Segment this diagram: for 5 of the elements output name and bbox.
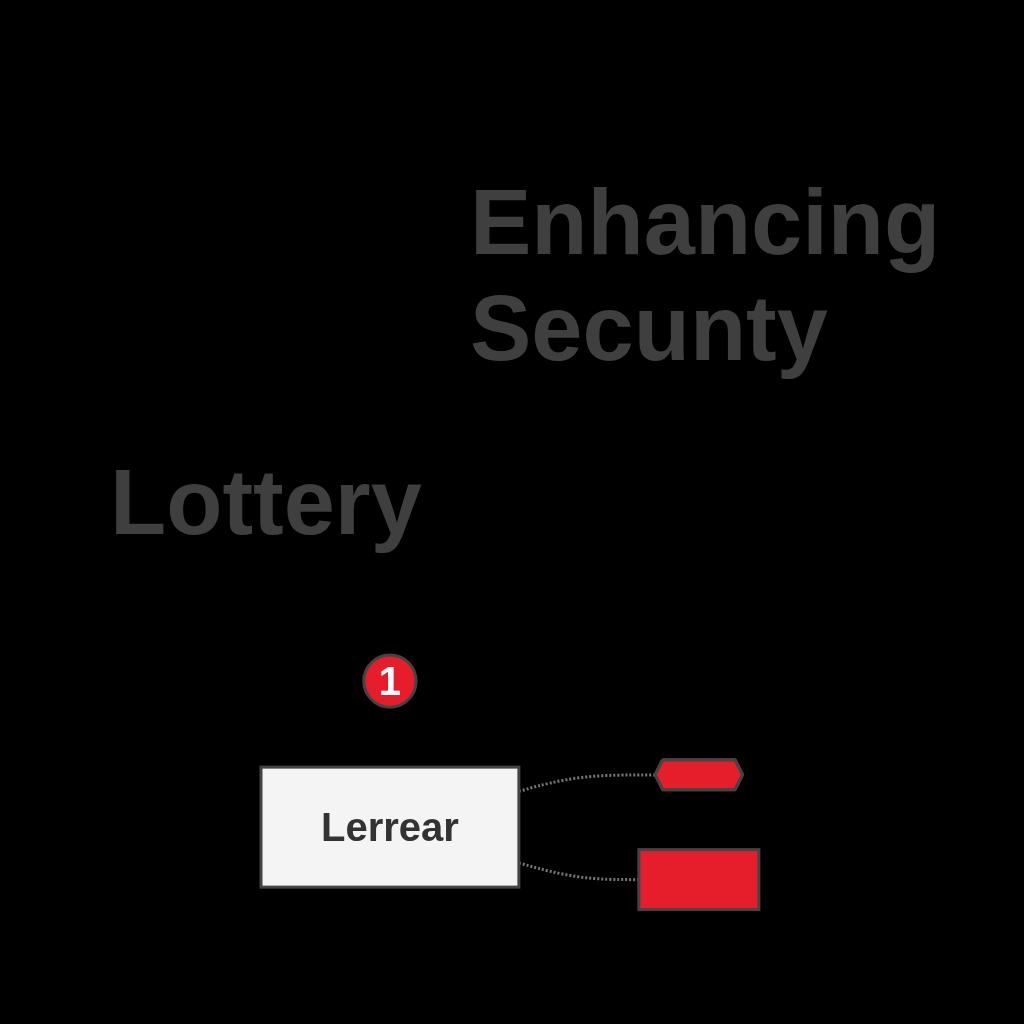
label-text: Lottery (110, 450, 422, 555)
title: Enhancing Secunty (470, 170, 942, 381)
node-box: Lerrear (259, 765, 521, 889)
node-circle: 1 (362, 653, 418, 709)
node-lock (637, 847, 761, 911)
